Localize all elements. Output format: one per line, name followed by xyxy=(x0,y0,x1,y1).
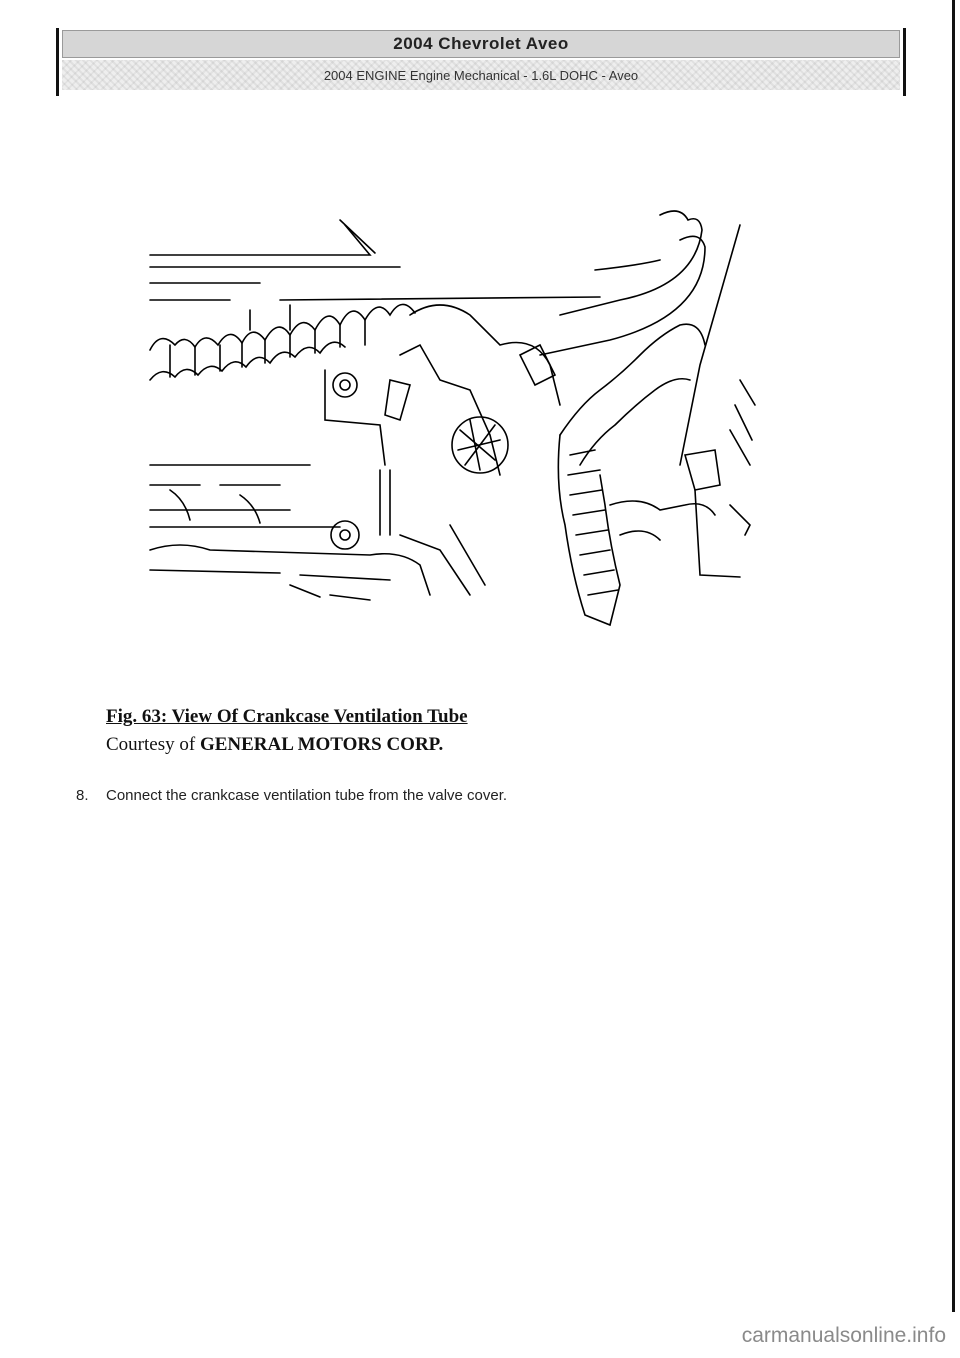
header-rule-right xyxy=(903,28,906,96)
pcv-valve-assembly xyxy=(324,304,561,476)
header-rule-left xyxy=(56,28,59,96)
page-border-right xyxy=(952,0,955,1312)
credit-prefix: Courtesy of xyxy=(106,734,196,755)
document-subtitle: 2004 ENGINE Engine Mechanical - 1.6L DOH… xyxy=(62,60,900,90)
site-watermark: carmanualsonline.info xyxy=(741,1324,946,1347)
step-number: 8. xyxy=(76,787,89,804)
hoses-top-right xyxy=(539,210,741,466)
figure-caption: Fig. 63: View Of Crankcase Ventilation T… xyxy=(106,706,468,727)
hose-clamp-right xyxy=(683,379,756,578)
step-text: Connect the crankcase ventilation tube f… xyxy=(106,787,508,804)
figure-credit: Courtesy of GENERAL MOTORS CORP. xyxy=(106,734,866,756)
crankcase-ventilation-illustration xyxy=(140,205,760,645)
procedure-step: 8. Connect the crankcase ventilation tub… xyxy=(76,787,896,804)
document-header: 2004 Chevrolet Aveo 2004 ENGINE Engine M… xyxy=(56,28,906,96)
document-title: 2004 Chevrolet Aveo xyxy=(62,30,900,58)
credit-organization: GENERAL MOTORS CORP. xyxy=(199,734,444,755)
figure-caption-block: Fig. 63: View Of Crankcase Ventilation T… xyxy=(106,706,866,756)
corrugated-hose-left xyxy=(149,303,416,381)
lower-left-frame xyxy=(149,464,486,601)
corrugated-hose-right xyxy=(557,323,716,627)
engine-line-drawing xyxy=(149,210,756,627)
